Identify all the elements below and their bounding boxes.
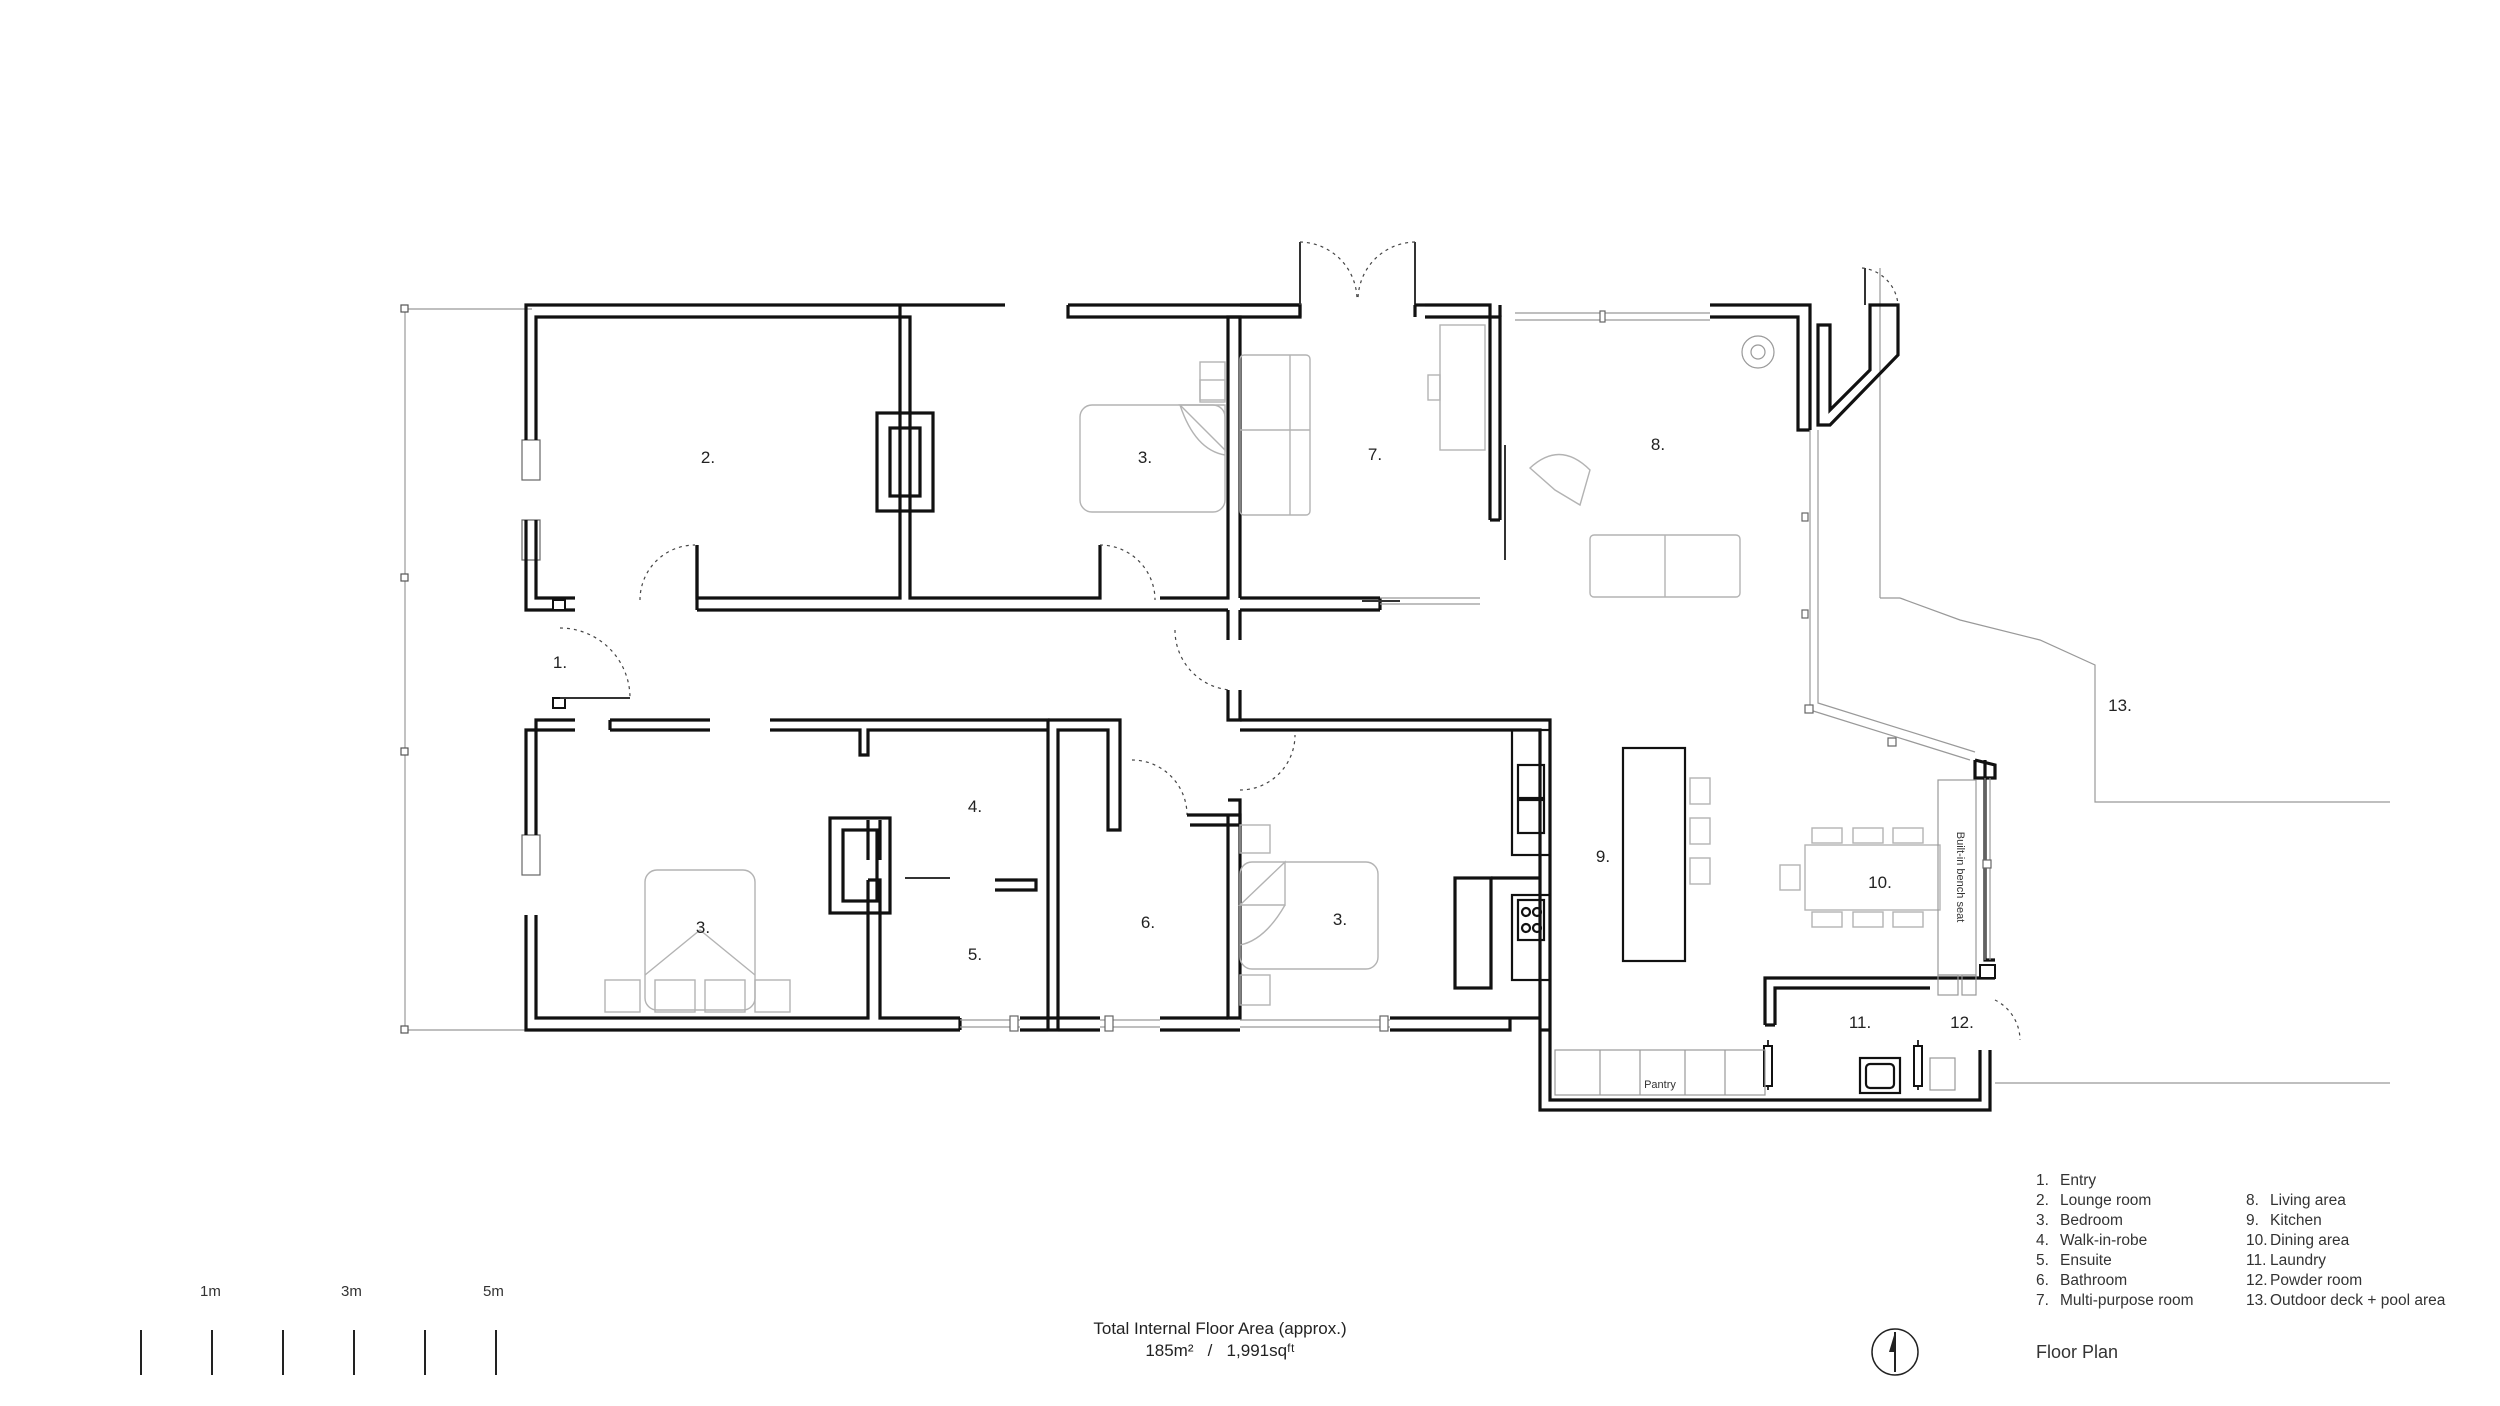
site-boundary-right xyxy=(1879,268,2390,1084)
legend-item: 7.Multi-purpose room xyxy=(2036,1292,2194,1309)
room-label-powder: 12. xyxy=(1950,1013,1974,1032)
service-block-walls xyxy=(1538,758,2021,1112)
bench-seat-label: Built-in bench seat xyxy=(1954,832,1966,923)
pantry-label: Pantry xyxy=(1644,1079,1676,1091)
room-label-dining: 10. xyxy=(1868,873,1892,892)
site-boundary-left xyxy=(400,304,532,1034)
room-label-laundry: 11. xyxy=(1849,1013,1871,1032)
floor-area-block: Total Internal Floor Area (approx.) 185m… xyxy=(0,1318,2500,1362)
scale-label-3m: 3m xyxy=(341,1283,362,1300)
room-label-kitchen: 9. xyxy=(1596,847,1610,866)
room-label-ensuite: 5. xyxy=(968,945,982,964)
legend-item: 11.Laundry xyxy=(2246,1252,2327,1269)
scale-label-5m: 5m xyxy=(483,1283,504,1300)
legend-item: 3.Bedroom xyxy=(2036,1212,2123,1229)
room-label-entry: 1. xyxy=(553,653,567,672)
legend-item: 12.Powder room xyxy=(2246,1272,2363,1289)
plan-title: Floor Plan xyxy=(2036,1342,2119,1362)
scale-bar xyxy=(140,1330,497,1375)
legend-item: 5.Ensuite xyxy=(2036,1252,2112,1269)
legend-item: 2.Lounge room xyxy=(2036,1192,2152,1209)
floor-area-title: Total Internal Floor Area (approx.) xyxy=(1093,1319,1347,1338)
north-wing-walls xyxy=(521,303,1900,640)
north-arrow-icon xyxy=(1871,1328,1919,1376)
room-label-bedroom-lower-mid: 3. xyxy=(1333,910,1347,929)
floor-area-value: 185m² / 1,991sqᶠᵗ xyxy=(1145,1341,1295,1360)
furniture xyxy=(604,324,1977,1096)
room-label-living: 8. xyxy=(1651,435,1665,454)
legend-item: 8.Living area xyxy=(2246,1192,2346,1209)
legend-item: 10.Dining area xyxy=(2246,1232,2350,1249)
room-label-outdoor: 13. xyxy=(2108,696,2132,715)
room-label-multipurpose: 7. xyxy=(1368,445,1382,464)
legend-item: 1.Entry xyxy=(2036,1172,2097,1189)
legend-item: 13.Outdoor deck + pool area xyxy=(2246,1292,2446,1309)
room-legend: 1.Entry 2.Lounge room 3.Bedroom 4.Walk-i… xyxy=(2036,1172,2476,1310)
room-label-bathroom: 6. xyxy=(1141,913,1155,932)
legend-item: 4.Walk-in-robe xyxy=(2036,1232,2148,1249)
legend-item: 6.Bathroom xyxy=(2036,1272,2128,1289)
scale-label-1m: 1m xyxy=(200,1283,221,1300)
living-east-glazing xyxy=(1801,430,1976,761)
room-label-lounge: 2. xyxy=(701,448,715,467)
room-label-bedroom-upper: 3. xyxy=(1138,448,1152,467)
entry-area xyxy=(552,241,1899,709)
room-label-bedroom-lower-left: 3. xyxy=(696,918,710,937)
room-labels: 1. 2. 3. 7. 8. 13. 4. 3. 5. 6. 3. 9. 10.… xyxy=(553,435,2132,1091)
legend-item: 9.Kitchen xyxy=(2246,1212,2322,1229)
room-label-walkin: 4. xyxy=(968,797,982,816)
south-wing-walls xyxy=(521,690,1552,1032)
